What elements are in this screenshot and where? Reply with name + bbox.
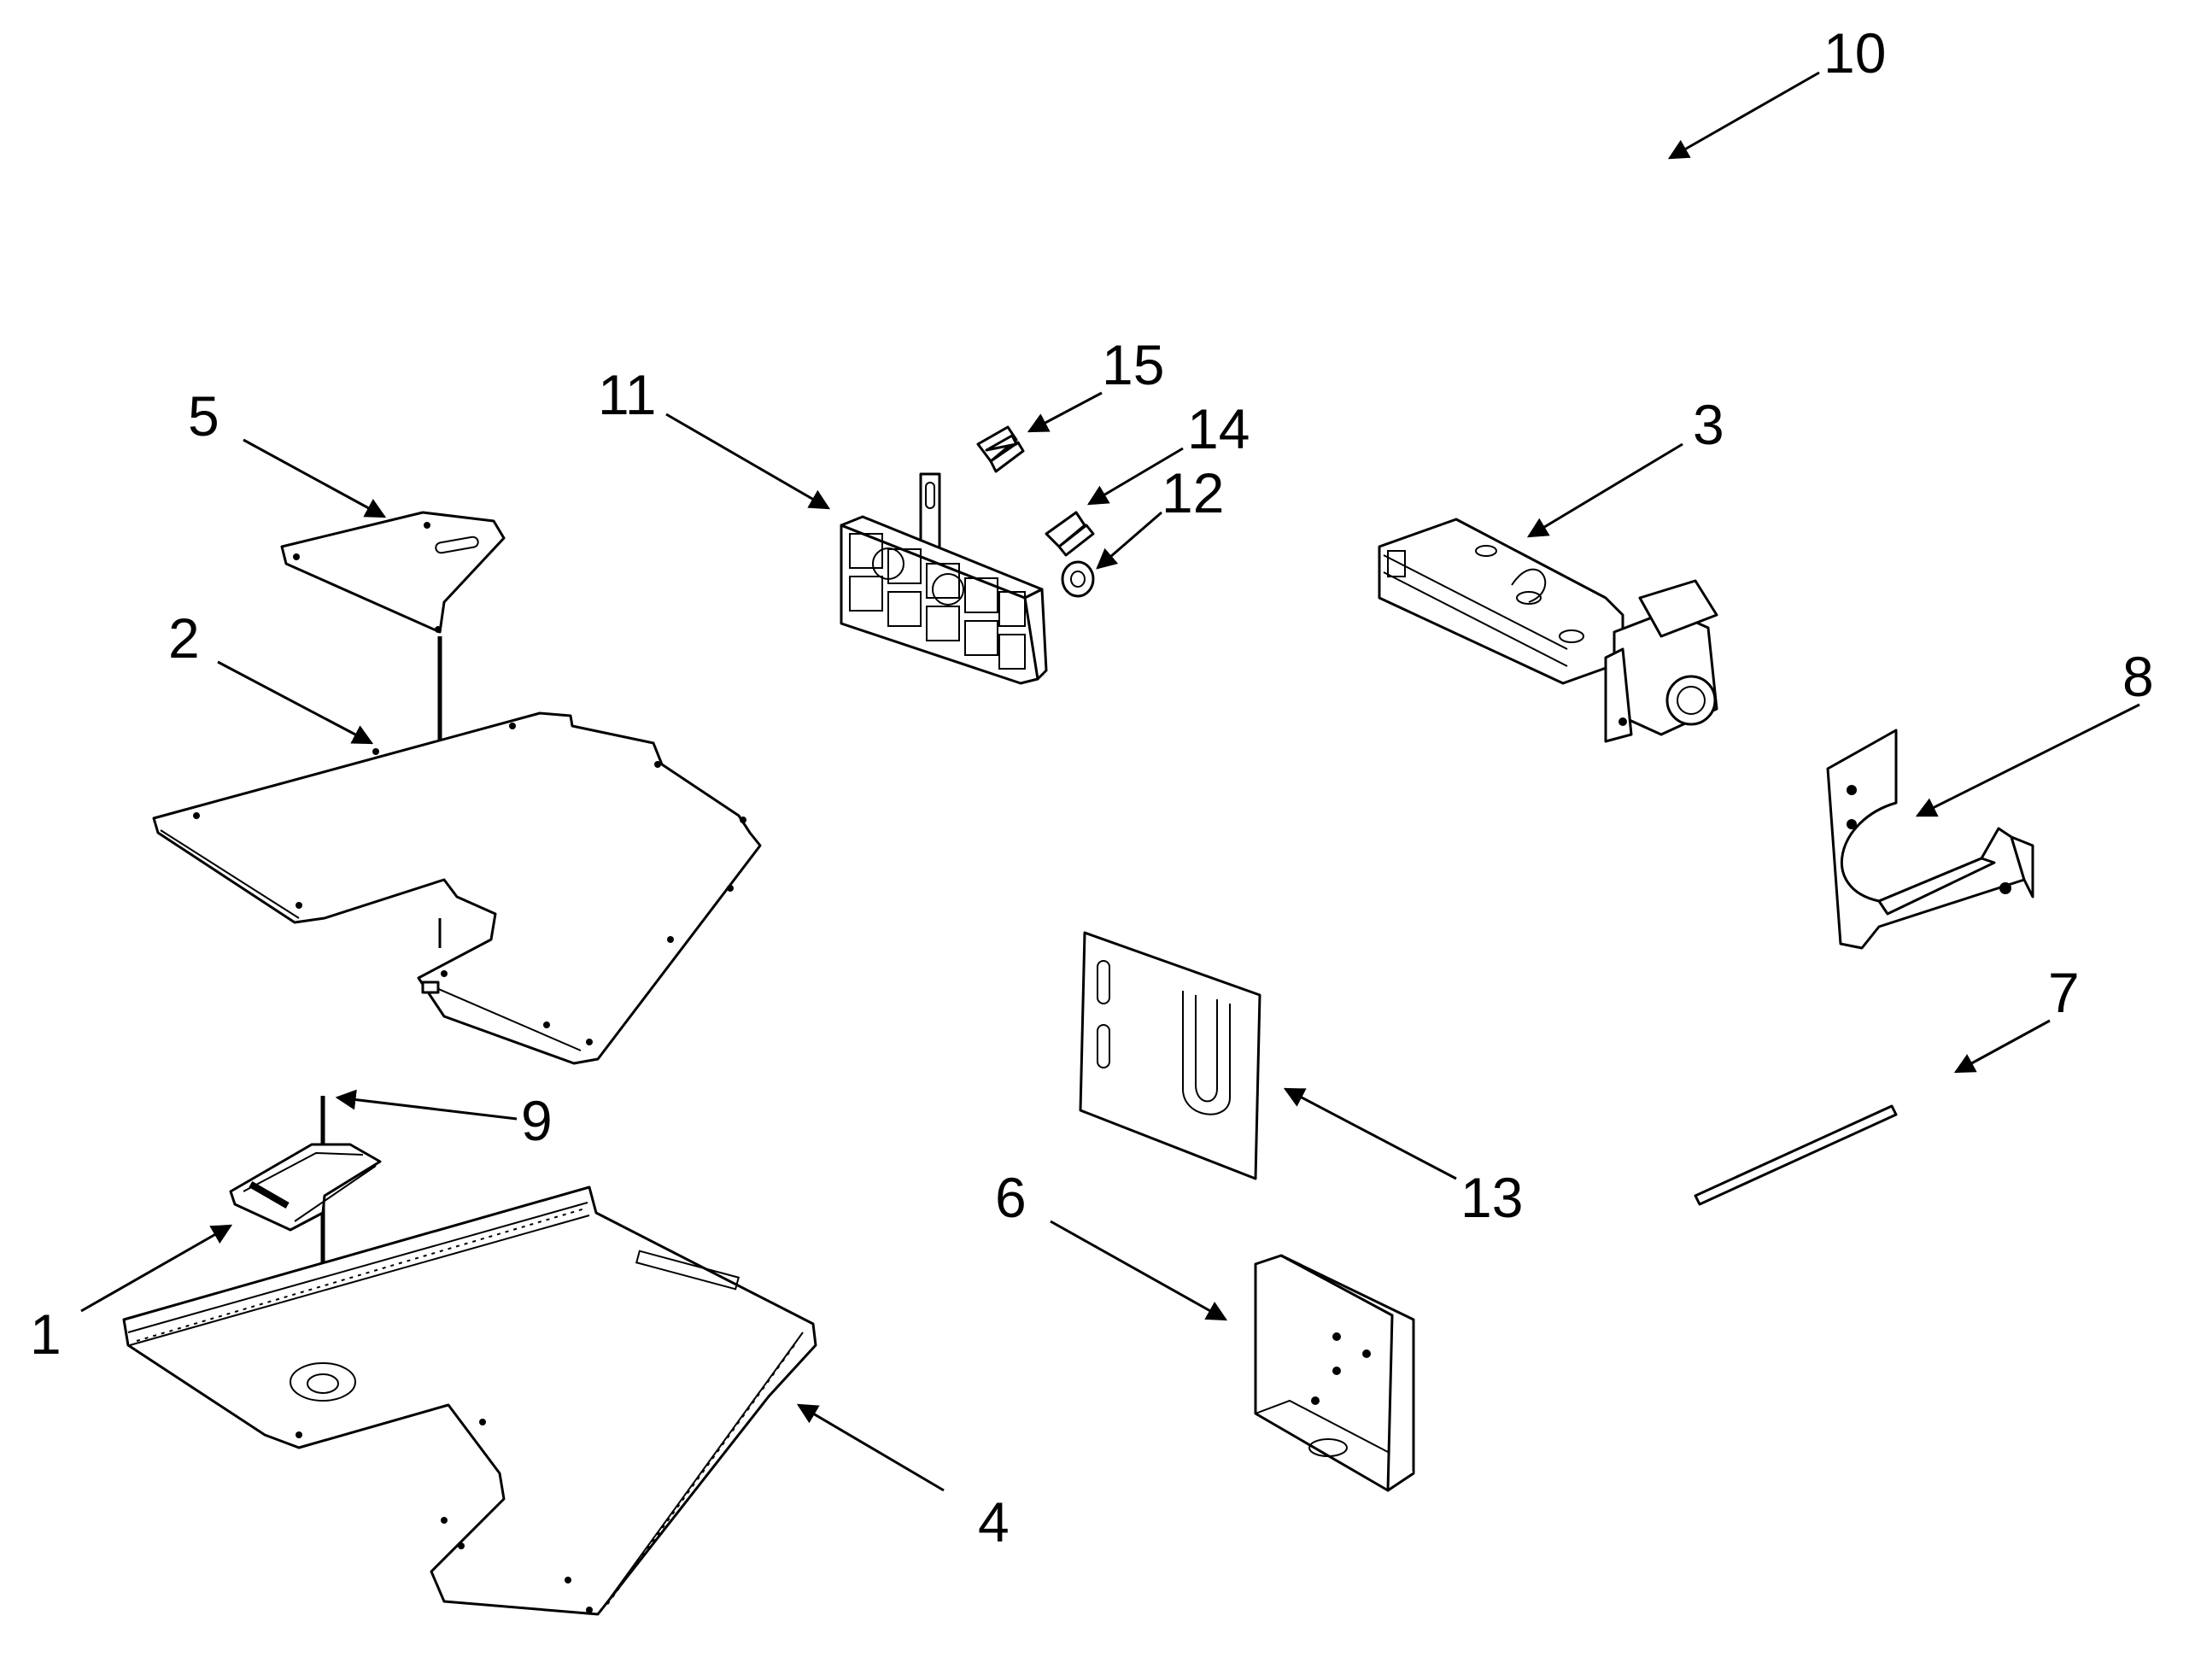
part-1-tray-bracket [229,1143,382,1232]
callout-10: 10 [1823,21,1886,85]
leader-lines [80,71,2140,1492]
part-13-slotted-plate [1079,931,1261,1180]
leader-13 [1283,1087,1457,1180]
leader-4 [796,1403,945,1492]
callout-12: 12 [1162,461,1224,524]
leader-3 [1526,442,1683,538]
leader-14 [1086,447,1184,506]
part-8-curved-bracket [1826,729,2034,950]
callout-15: 15 [1102,333,1164,396]
part-15-screw [976,425,1025,473]
leader-6 [1050,1220,1228,1321]
leader-7 [1953,1019,2051,1074]
part-3-valve-assembly [1378,518,1718,743]
part-11-terminal-block [840,472,1048,685]
callout-1: 1 [30,1302,61,1366]
callout-5: 5 [188,384,220,448]
leader-11 [665,413,831,510]
leader-9 [335,1089,518,1121]
leader-2 [217,660,374,745]
callout-2: 2 [168,606,200,670]
leader-5 [243,438,387,518]
part-4-base-plate [122,1185,817,1616]
callout-11: 11 [598,363,657,426]
callout-13: 13 [1460,1166,1523,1229]
callout-labels: 10 15 14 12 11 3 5 2 8 7 9 1 13 6 4 [30,21,2154,1554]
callout-3: 3 [1693,393,1724,456]
part-6-box-bracket [1254,1254,1415,1492]
callout-9: 9 [521,1089,553,1152]
callout-7: 7 [2048,961,2080,1024]
leader-15 [1027,391,1103,433]
leader-12 [1096,511,1162,570]
callout-14: 14 [1187,397,1250,460]
part-7-strip [1694,1104,1898,1206]
callout-6: 6 [995,1166,1027,1229]
part-5-top-plate [280,511,506,634]
part-14-screw [1045,511,1095,557]
callout-8: 8 [2122,645,2154,708]
leader-10 [1667,71,1820,160]
leader-1 [80,1224,233,1313]
callout-4: 4 [978,1490,1010,1554]
part-12-nut [1061,560,1095,598]
leader-8 [1915,703,2140,817]
part-2-shield-plate [152,711,762,1065]
